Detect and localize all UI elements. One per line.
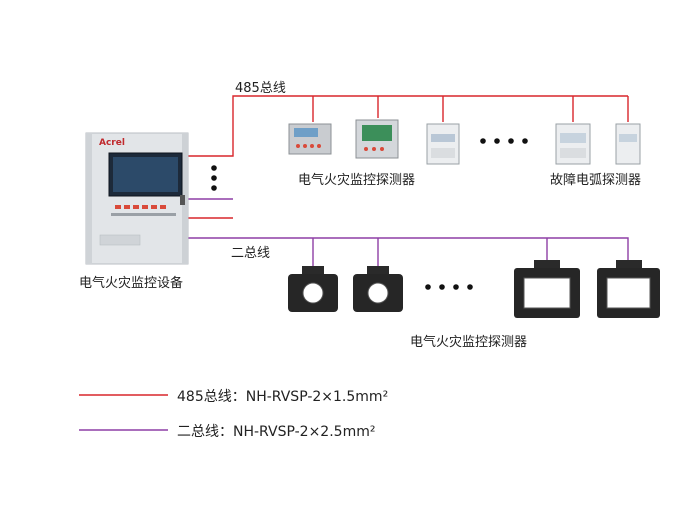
ellipsis-vertical xyxy=(211,165,217,191)
ct-detector-1 xyxy=(288,266,338,312)
ellipsis-2bus xyxy=(425,284,473,290)
ct-detector-4 xyxy=(597,260,660,318)
ct-detector-2 xyxy=(353,266,403,312)
arc-detectors-label: 故障电弧探测器 xyxy=(550,173,642,188)
bus-2-lines xyxy=(188,198,629,268)
controller-brand: Acrel xyxy=(99,138,125,148)
controller-label: 电气火灾监控设备 xyxy=(79,276,184,291)
ct-detector-3 xyxy=(514,260,580,318)
detectors-2bus-label: 电气火灾监控探测器 xyxy=(410,335,528,350)
detector-485-2 xyxy=(355,119,399,159)
bus-485-label: 485总线 xyxy=(235,81,286,96)
arc-detector-1 xyxy=(555,123,591,165)
legend-485-text: 485总线：NH-RVSP-2×1.5mm² xyxy=(177,389,389,405)
bus-2-label: 二总线 xyxy=(231,246,271,261)
legend-2bus-text: 二总线：NH-RVSP-2×2.5mm² xyxy=(177,424,376,440)
ellipsis-485 xyxy=(480,138,528,144)
fire-monitoring-controller xyxy=(85,132,189,265)
detector-485-3 xyxy=(426,123,460,165)
bus-485-lines xyxy=(188,95,629,219)
detectors-485-label: 电气火灾监控探测器 xyxy=(298,173,416,188)
arc-detector-2 xyxy=(615,123,641,165)
detector-485-1 xyxy=(288,123,332,155)
